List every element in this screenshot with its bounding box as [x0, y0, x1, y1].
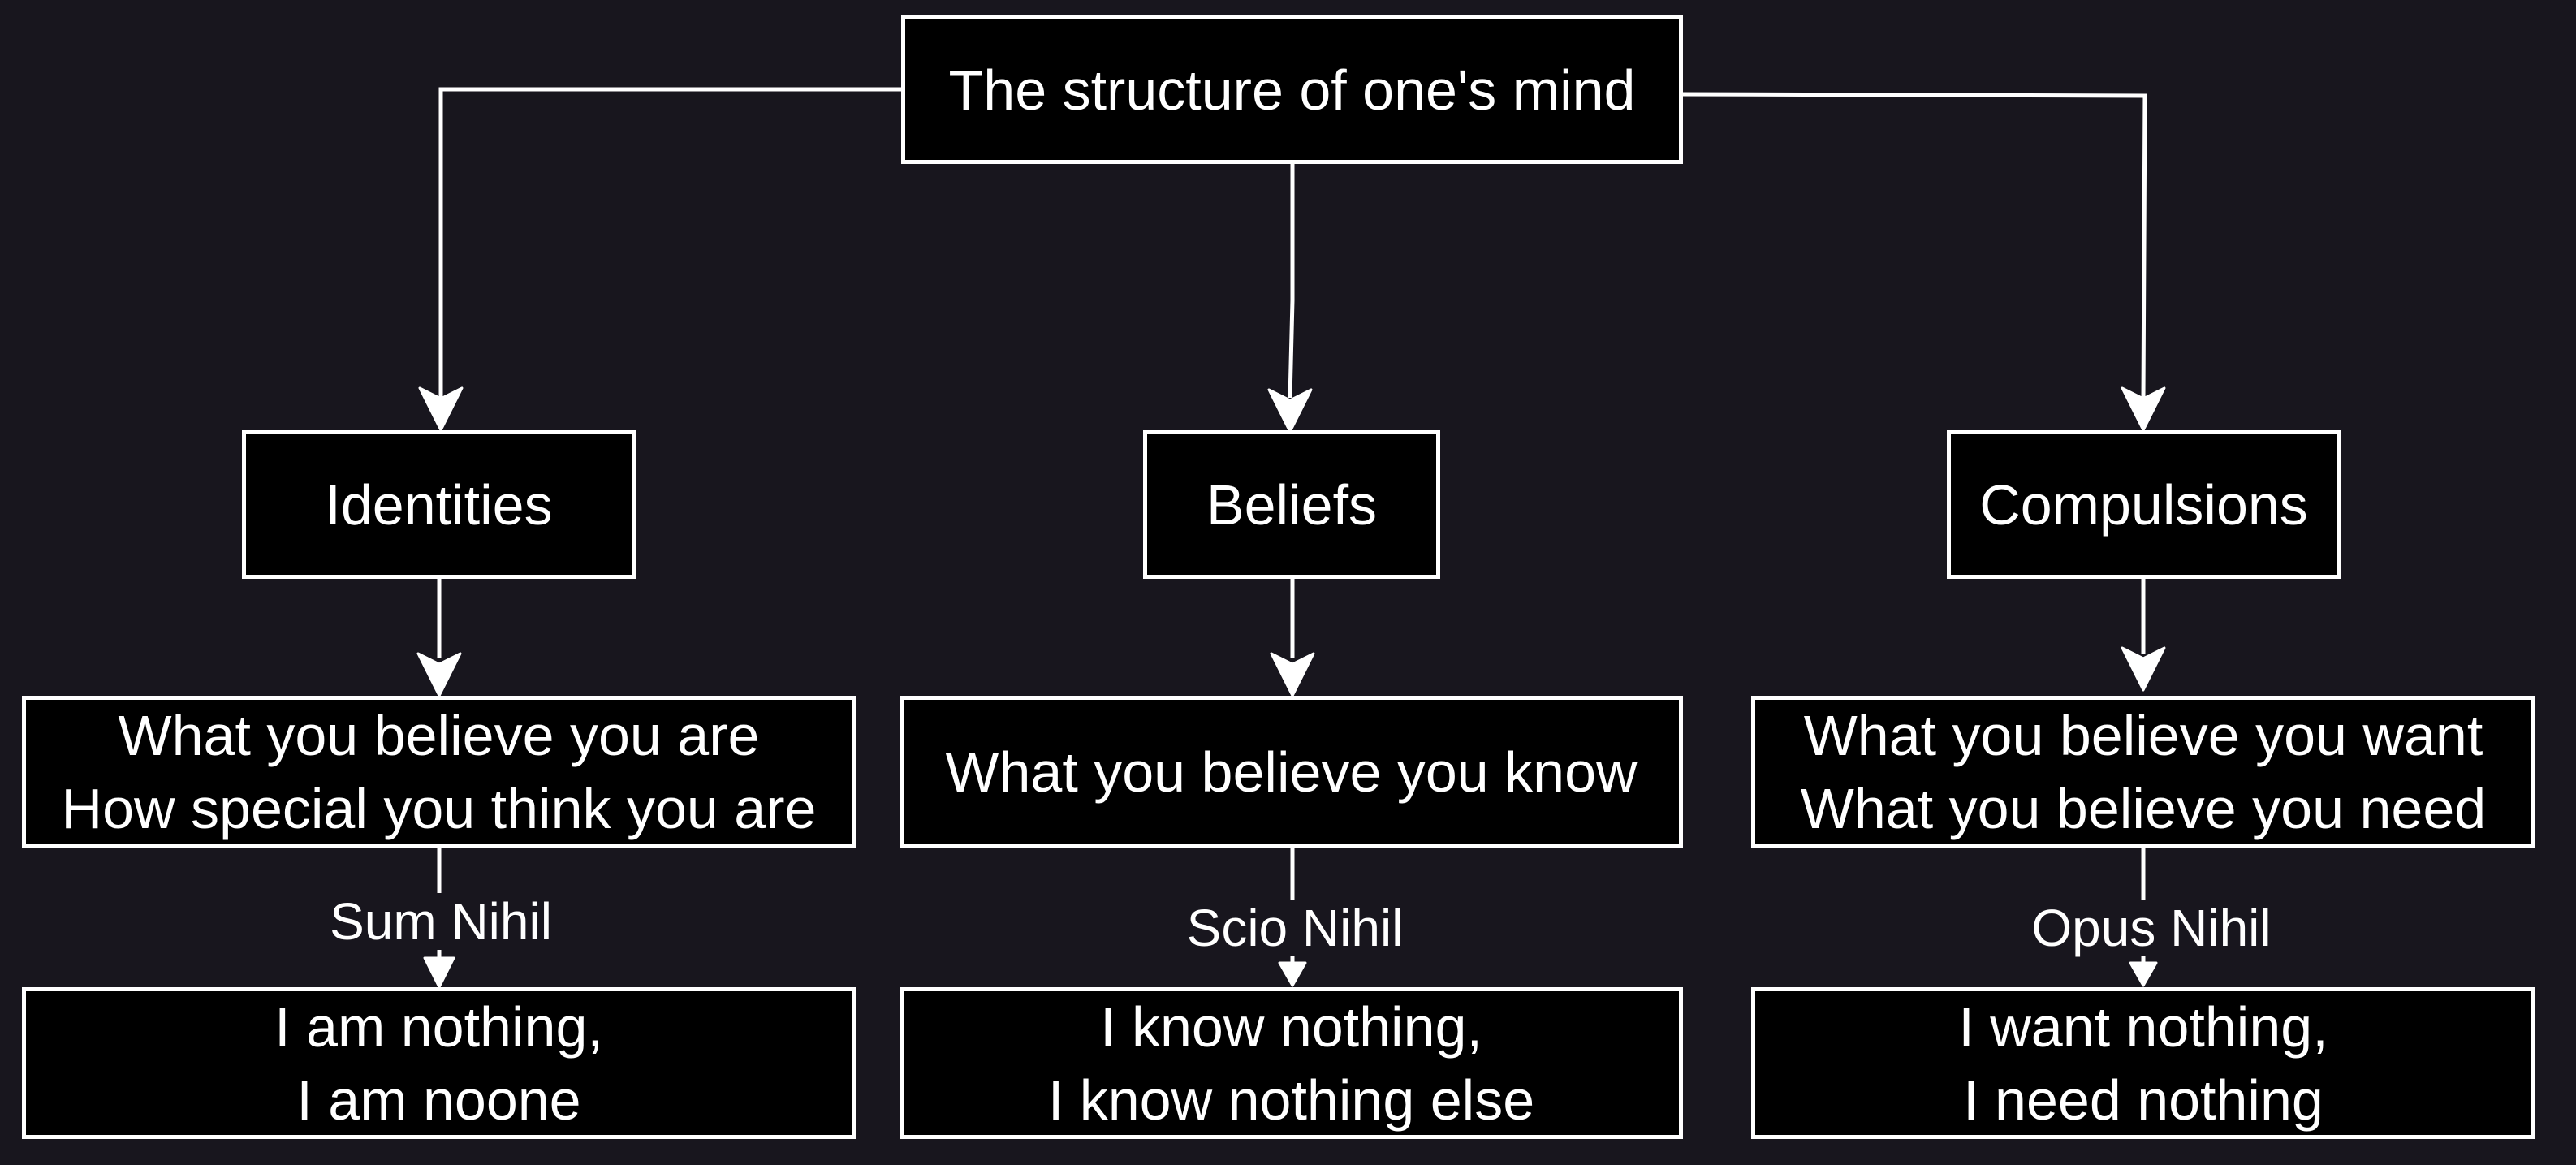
arrowhead-compulsions: [2121, 386, 2166, 432]
description-node-beliefs: What you believe you know: [900, 696, 1683, 848]
arrowhead-beliefs-conclusion: [1278, 961, 1307, 987]
edge-root-beliefs: [1288, 162, 1295, 399]
description-node-compulsions: What you believe you want What you belie…: [1751, 696, 2535, 848]
conclusion-line: I am noone: [296, 1068, 581, 1132]
conclusion-line: I want nothing,: [1958, 995, 2328, 1059]
edge-label-opus-nihil: Opus Nihil: [2026, 900, 2276, 956]
conclusion-node-beliefs: I know nothing, I know nothing else: [900, 987, 1683, 1139]
category-node-beliefs: Beliefs: [1143, 430, 1440, 579]
description-node-identities: What you believe you are How special you…: [22, 696, 856, 848]
arrowhead-identities-conclusion: [423, 956, 455, 989]
description-line: What you believe you need: [1800, 776, 2487, 840]
description-line: How special you think you are: [61, 776, 817, 840]
category-node-compulsions: Compulsions: [1947, 430, 2341, 579]
edge-root-compulsions: [1681, 92, 2147, 399]
edge-label-scio-nihil: Scio Nihil: [1181, 900, 1409, 956]
category-label: Identities: [325, 472, 553, 537]
description-line: What you believe you are: [118, 703, 760, 767]
description-line: What you believe you know: [945, 740, 1638, 804]
arrowhead-compulsions-description: [2121, 646, 2166, 692]
edge-root-identities: [438, 87, 901, 398]
category-node-identities: Identities: [242, 430, 636, 579]
arrowhead-compulsions-conclusion: [2129, 961, 2158, 987]
conclusion-line: I need nothing: [1963, 1068, 2324, 1132]
category-label: Beliefs: [1206, 472, 1378, 537]
description-line: What you believe you want: [1803, 703, 2483, 767]
edge-label-sum-nihil: Sum Nihil: [325, 893, 557, 950]
category-label: Compulsions: [1979, 472, 2308, 537]
conclusion-line: I know nothing,: [1100, 995, 1482, 1059]
root-node-label: The structure of one's mind: [948, 58, 1636, 122]
conclusion-node-identities: I am nothing, I am noone: [22, 987, 856, 1139]
conclusion-node-compulsions: I want nothing, I need nothing: [1751, 987, 2535, 1139]
arrowhead-beliefs-description: [1270, 652, 1315, 697]
conclusion-line: I am nothing,: [274, 995, 603, 1059]
arrowhead-identities-description: [416, 652, 462, 697]
conclusion-line: I know nothing else: [1047, 1068, 1535, 1132]
arrowhead-beliefs: [1267, 388, 1313, 434]
arrowhead-identities: [418, 386, 464, 432]
root-node: The structure of one's mind: [901, 15, 1683, 164]
